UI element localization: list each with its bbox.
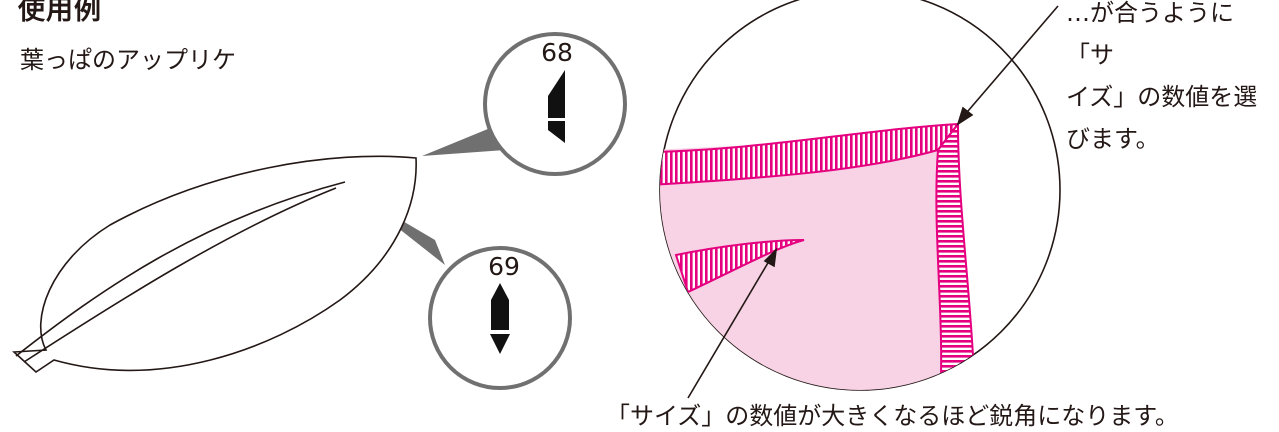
stitch-number-68: 68 bbox=[541, 38, 573, 67]
angle-note: …が合うように「サ イズ」の数値を選 びます。 bbox=[1066, 0, 1258, 153]
subtitle: 葉っぱのアップリケ bbox=[20, 46, 236, 74]
section-heading: 使用例 bbox=[18, 0, 102, 26]
caption: 「サイズ」の数値が大きくなるほど鋭角になります。 bbox=[606, 402, 1179, 430]
arrow-to-corner bbox=[956, 5, 1059, 126]
satin-right-edge bbox=[935, 121, 977, 390]
callout-wedge-top bbox=[422, 124, 505, 156]
stitch-start-icon bbox=[548, 70, 565, 118]
zoom-circle-top bbox=[483, 32, 627, 176]
zoom-circle-bottom bbox=[428, 246, 572, 390]
satin-vein bbox=[674, 239, 805, 294]
stitch-point-icon bbox=[491, 283, 509, 330]
magnified-view bbox=[659, 0, 1061, 391]
leaf-illustration bbox=[12, 155, 417, 374]
arrow-to-vein-tip bbox=[687, 247, 778, 399]
stitch-number-69: 69 bbox=[488, 252, 520, 281]
